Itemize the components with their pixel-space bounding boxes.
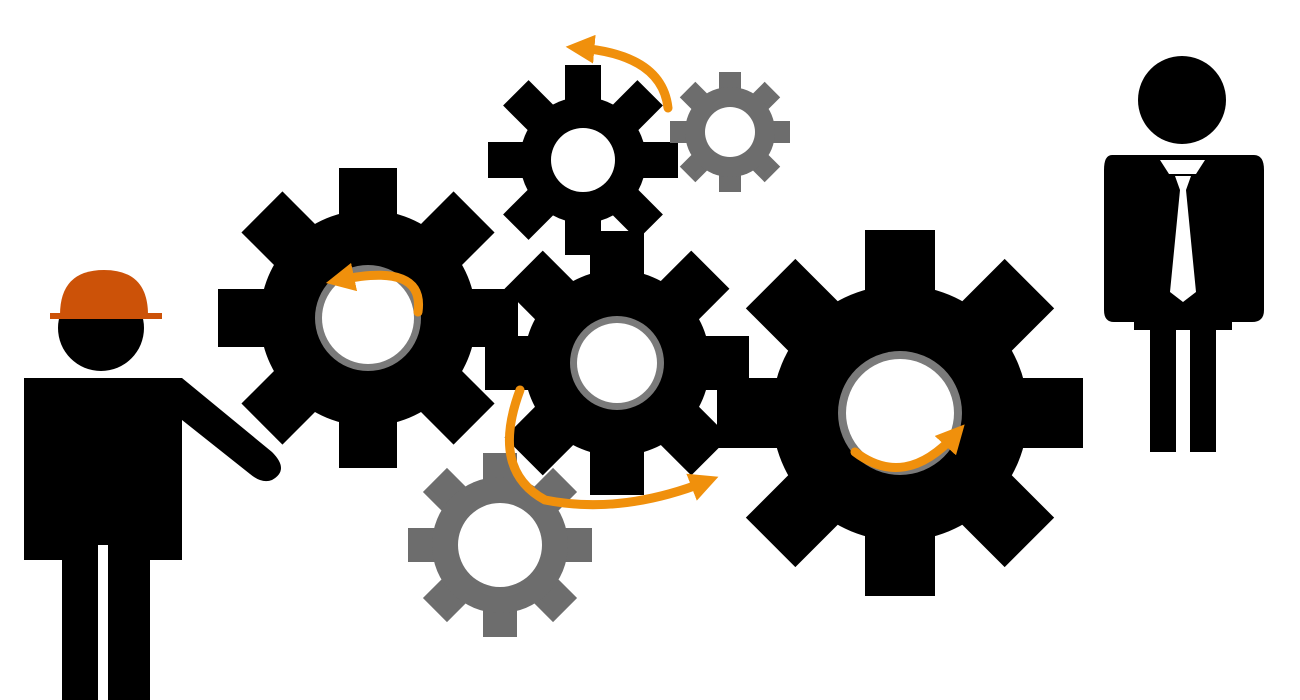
businessman-figure <box>1104 56 1264 452</box>
shirt-collar <box>1160 160 1205 174</box>
gear-bottom-grey <box>408 453 592 637</box>
worker-figure <box>24 270 281 700</box>
rotation-arrows-group <box>325 34 965 510</box>
arrow-top-gears <box>565 34 673 113</box>
gear-icon <box>670 72 790 192</box>
arrow-left-gear <box>325 262 424 317</box>
arrow-bottom <box>504 385 719 510</box>
businessman-head <box>1138 56 1226 144</box>
arrow-right-gear <box>850 424 965 473</box>
worker-body <box>24 378 281 700</box>
businessman-body <box>1104 155 1264 452</box>
person-with-tie-icon <box>1104 56 1264 452</box>
gear-left <box>218 168 518 468</box>
gear-icon <box>717 230 1083 596</box>
gear-icon <box>488 65 678 255</box>
gear-icon <box>485 231 749 495</box>
gear-right <box>717 230 1083 596</box>
gear-icon <box>218 168 518 468</box>
gears-group <box>218 65 1083 637</box>
gear-top-right-small <box>670 72 790 192</box>
person-with-hard-hat-icon <box>24 270 281 700</box>
hard-hat-brim <box>50 313 162 319</box>
hard-hat-icon <box>60 270 148 315</box>
gear-center <box>485 231 749 495</box>
gear-icon <box>408 453 592 637</box>
gear-top <box>488 65 678 255</box>
tie-icon <box>1170 176 1196 302</box>
